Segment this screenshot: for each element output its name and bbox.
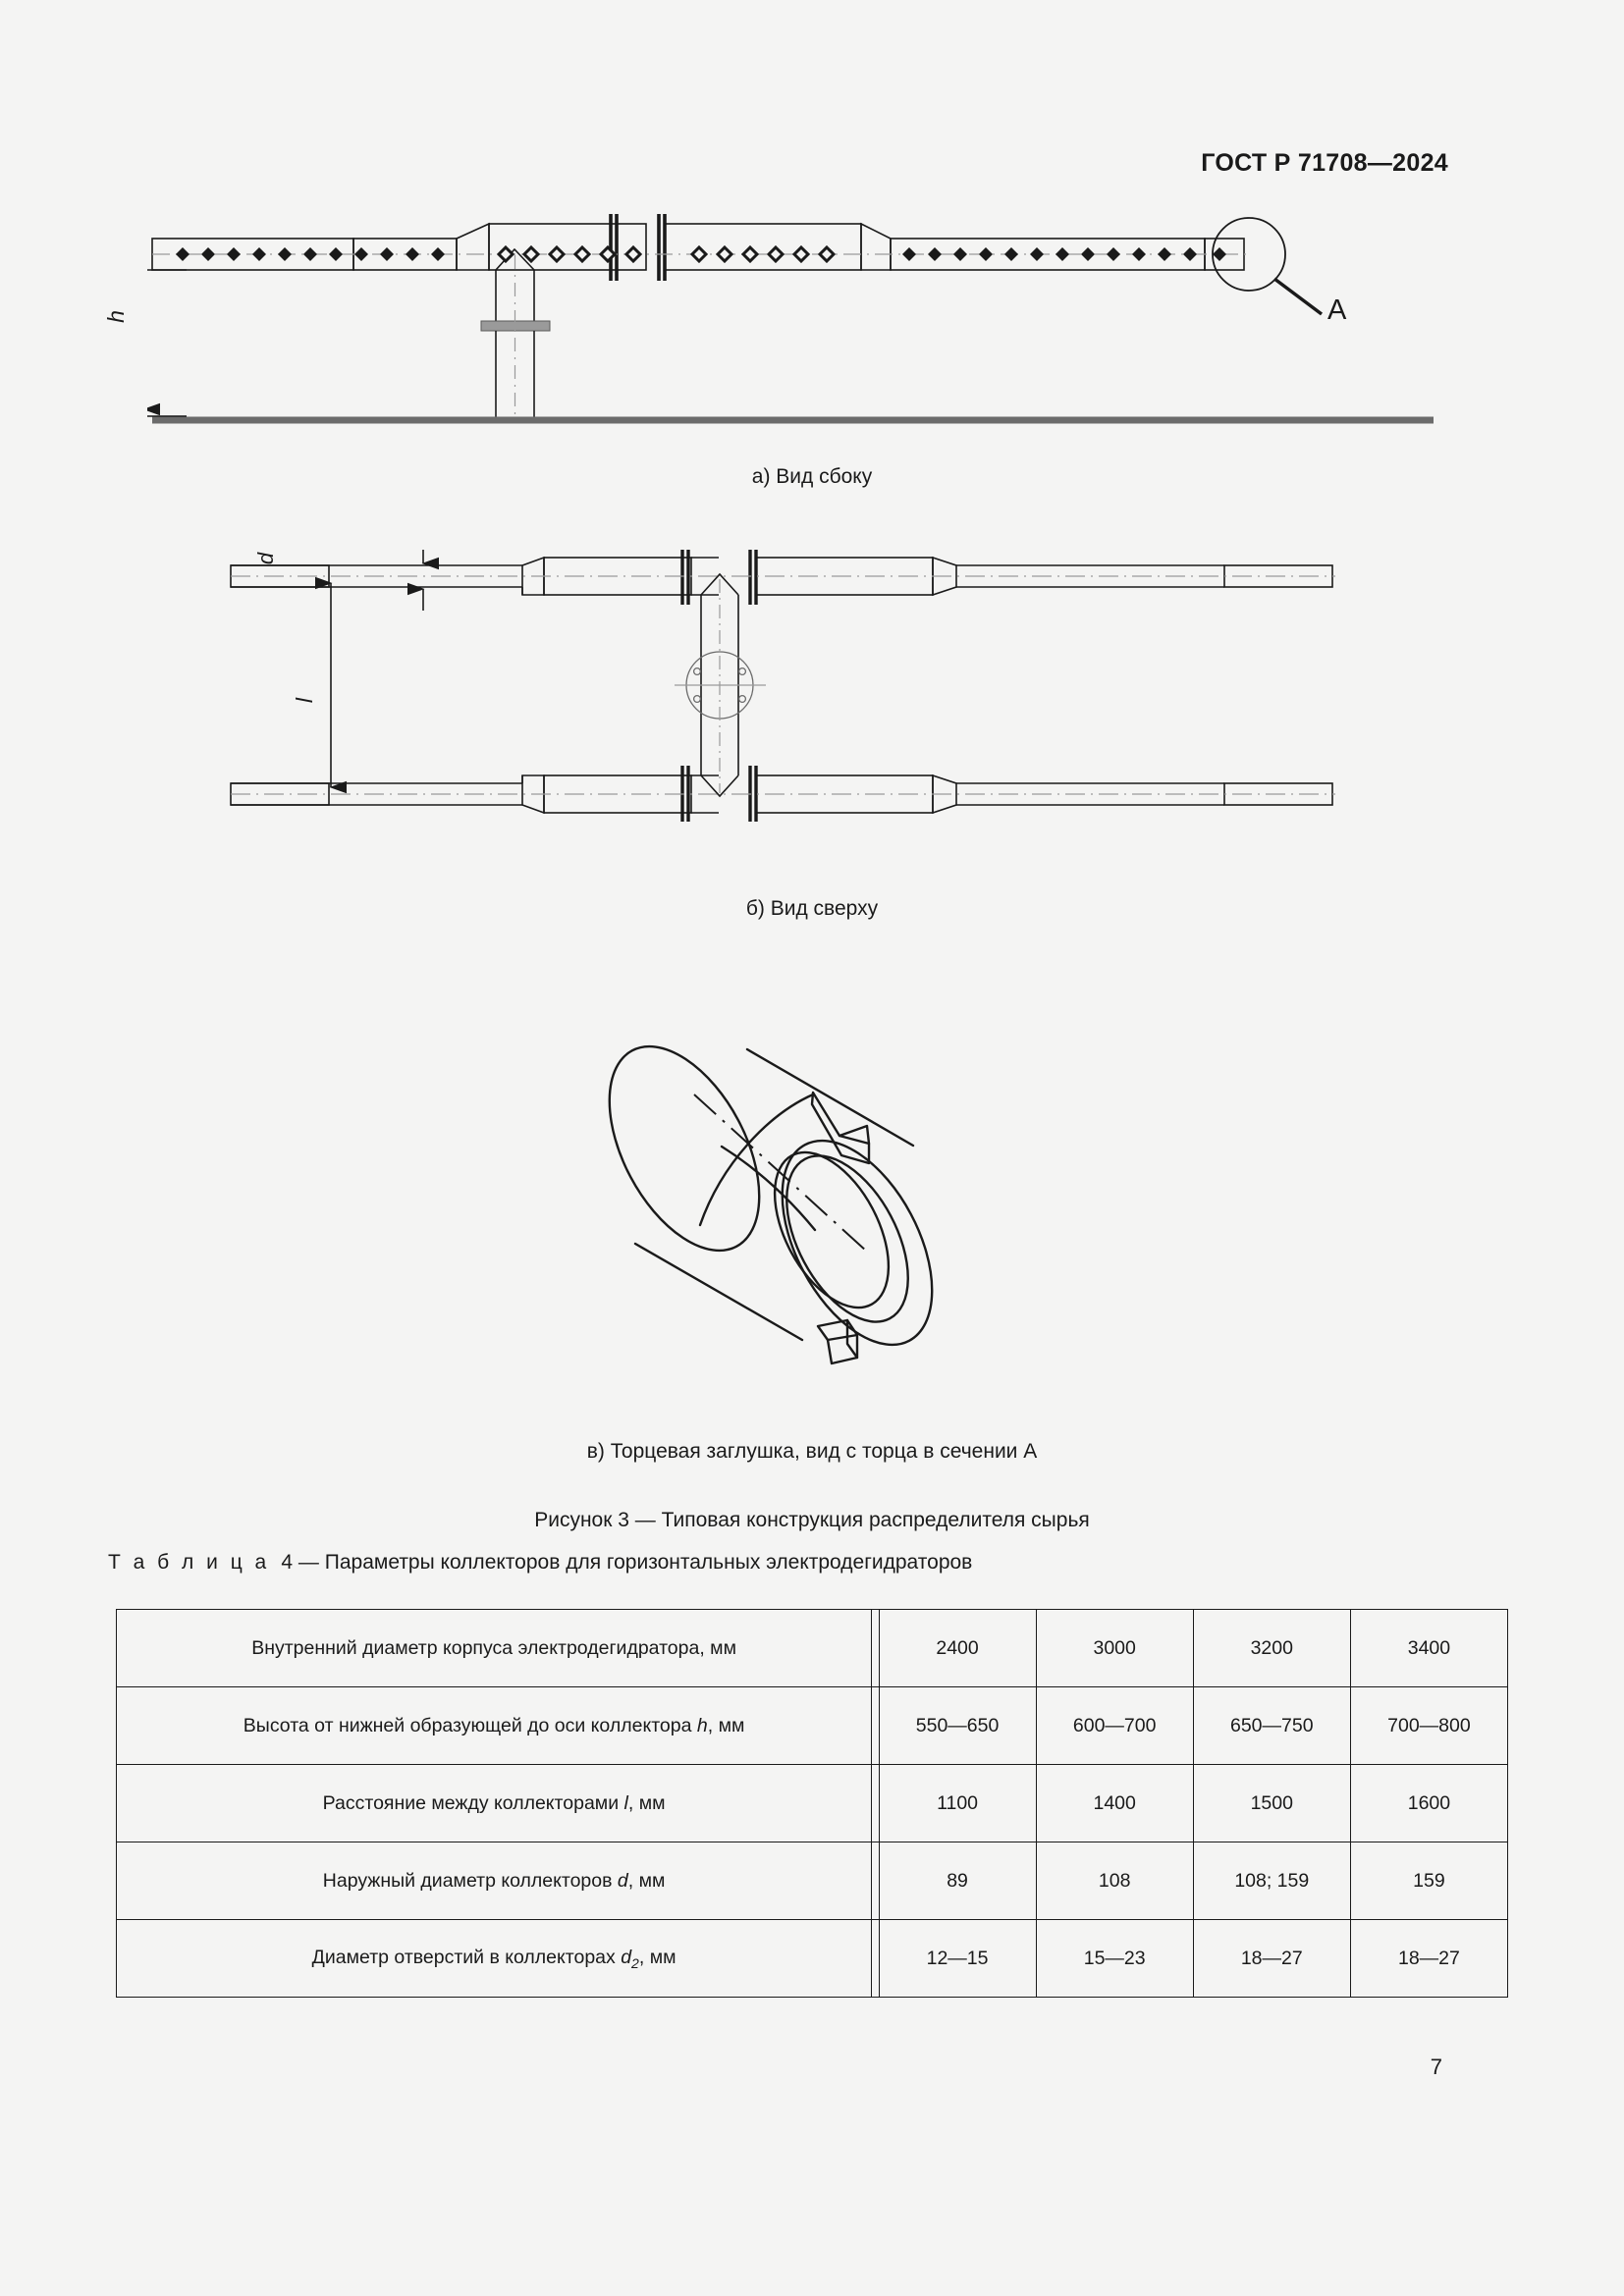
variable-d2-base: d (621, 1946, 632, 1968)
column-divider (871, 1686, 880, 1765)
table-label: Т а б л и ц а (108, 1551, 270, 1574)
figure-3b-top-view (228, 550, 1337, 844)
table-caption-text: Параметры коллекторов для горизонтальных… (324, 1551, 973, 1574)
row-label-unit: , мм (707, 1714, 745, 1736)
table-row: Высота от нижней образующей до оси колле… (115, 1686, 1509, 1765)
column-divider (871, 1842, 880, 1920)
variable-d2: d2 (621, 1946, 639, 1971)
table-cell: 550—650 (878, 1686, 1037, 1765)
variable-l: l (623, 1791, 628, 1814)
row-label-unit: , мм (638, 1946, 677, 1968)
axis-centerline (693, 1094, 868, 1253)
row-label-text: Расстояние между коллекторами (322, 1791, 624, 1814)
table-cell: 1600 (1349, 1764, 1509, 1842)
table-row: Расстояние между коллекторами l, мм 1100… (115, 1764, 1509, 1842)
table-cell: 15—23 (1035, 1919, 1194, 1998)
table-cell: 108; 159 (1192, 1842, 1351, 1920)
table-cell: 650—750 (1192, 1686, 1351, 1765)
figure-3v-caption: в) Торцевая заглушка, вид с торца в сече… (586, 1440, 1038, 1463)
row-label: Высота от нижней образующей до оси колле… (115, 1686, 872, 1765)
column-divider (871, 1609, 880, 1687)
table-cell: 108 (1035, 1842, 1194, 1920)
table-cell: 3200 (1192, 1609, 1351, 1687)
dimension-label-h: h (102, 310, 129, 323)
column-divider (871, 1919, 880, 1998)
row-label-unit: , мм (627, 1791, 666, 1814)
dimension-label-l: l (292, 697, 318, 704)
table-cell: 89 (878, 1842, 1037, 1920)
row-label-unit: , мм (627, 1869, 666, 1892)
table-cell: 3000 (1035, 1609, 1194, 1687)
variable-h: h (696, 1714, 708, 1736)
page-number: 7 (1430, 2055, 1442, 2079)
variable-d2-subscript: 2 (631, 1954, 639, 1971)
table-cell: 12—15 (878, 1919, 1037, 1998)
table-dash: — (293, 1551, 325, 1574)
figure-3b-caption: б) Вид сверху (745, 897, 879, 920)
table-number: 4 (281, 1551, 294, 1574)
row-label: Расстояние между коллекторами l, мм (115, 1764, 872, 1842)
table-cell: 3400 (1349, 1609, 1509, 1687)
row-label-text: Диаметр отверстий в коллекторах (311, 1946, 622, 1968)
figure-3-title: Рисунок 3 — Типовая конструкция распреде… (534, 1509, 1090, 1531)
table-cell: 1500 (1192, 1764, 1351, 1842)
detail-a-label: А (1327, 294, 1347, 326)
standard-designation: ГОСТ Р 71708—2024 (1201, 149, 1448, 177)
figure-3a-side-view (147, 206, 1443, 432)
figure-3a-caption: а) Вид сбоку (751, 465, 873, 488)
row-label: Наружный диаметр коллекторов d, мм (115, 1842, 872, 1920)
table-4-parameters: Внутренний диаметр корпуса электродегидр… (115, 1609, 1509, 1998)
table-cell: 700—800 (1349, 1686, 1509, 1765)
row-label: Внутренний диаметр корпуса электродегидр… (115, 1609, 872, 1687)
row-label: Диаметр отверстий в коллекторах d2, мм (115, 1919, 872, 1998)
table-cell: 18—27 (1349, 1919, 1509, 1998)
table-row: Диаметр отверстий в коллекторах d2, мм 1… (115, 1919, 1509, 1998)
table-cell: 18—27 (1192, 1919, 1351, 1998)
figure-3v-end-cap (574, 967, 987, 1379)
row-label-text: Высота от нижней образующей до оси колле… (243, 1714, 697, 1736)
table-row: Внутренний диаметр корпуса электродегидр… (115, 1609, 1509, 1687)
table-cell: 1100 (878, 1764, 1037, 1842)
variable-d: d (617, 1869, 628, 1892)
table-4-title: Т а б л и ц а 4 — Параметры коллекторов … (108, 1551, 972, 1575)
dimension-label-d: d (253, 552, 279, 565)
column-divider (871, 1764, 880, 1842)
table-cell: 600—700 (1035, 1686, 1194, 1765)
table-cell: 2400 (878, 1609, 1037, 1687)
row-label-text: Наружный диаметр коллекторов (322, 1869, 618, 1892)
table-cell: 1400 (1035, 1764, 1194, 1842)
table-row: Наружный диаметр коллекторов d, мм 89 10… (115, 1842, 1509, 1920)
table-cell: 159 (1349, 1842, 1509, 1920)
detail-a-circle (1212, 217, 1286, 292)
